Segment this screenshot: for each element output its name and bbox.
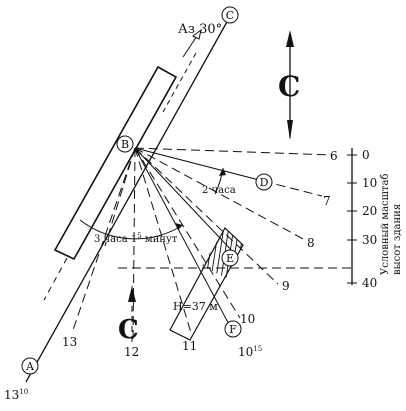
point-d-label: D — [260, 176, 269, 189]
height-scale: 0 10 20 30 40 Условный масштабвысот здан… — [347, 148, 403, 290]
ray-number-6: 6 — [330, 149, 338, 163]
label-two-hours: 2 часа — [202, 185, 236, 196]
label-three-hours-sup: 5 — [137, 232, 141, 240]
north-letter-top: С — [278, 70, 300, 103]
offset-dashed-line — [162, 52, 197, 113]
ray-9 — [134, 147, 279, 285]
scale-title-line-2: высот здания — [392, 204, 403, 275]
time-mark-13-10-base: 13 — [4, 388, 19, 402]
ray-d — [134, 147, 264, 182]
scale-tick-10: 10 — [362, 176, 377, 190]
azimuth-arrow — [182, 28, 202, 58]
ray-7 — [262, 180, 323, 197]
ray-e — [134, 147, 236, 255]
point-a-label: A — [25, 360, 35, 373]
scale-tick-0: 0 — [362, 148, 370, 162]
point-f-marker: F — [224, 320, 242, 338]
ray-12 — [132, 147, 136, 341]
point-e-marker: E — [221, 249, 239, 267]
point-b-label: B — [121, 138, 129, 151]
time-mark-13-10-sup: 10 — [19, 388, 28, 396]
ray-number-12: 12 — [124, 345, 139, 359]
scale-tick-30: 30 — [362, 233, 377, 247]
scale-tick-40: 40 — [362, 276, 377, 290]
point-b-marker: B — [116, 135, 134, 153]
north-arrow-bottom — [128, 286, 136, 345]
time-mark-10-15: 1015 — [238, 345, 262, 359]
ray-6 — [134, 147, 333, 156]
point-f-label: F — [229, 323, 237, 336]
time-mark-13-10: 1310 — [4, 388, 28, 402]
point-c-marker: C — [221, 6, 239, 24]
building-outline — [53, 65, 178, 261]
shadow-contour — [169, 227, 244, 341]
north-arrow-top — [286, 30, 294, 140]
label-three-hours-prefix: 3 часа 1 — [94, 234, 137, 245]
azimuth-line — [25, 19, 229, 383]
ray-number-7: 7 — [323, 194, 331, 208]
time-mark-10-15-sup: 15 — [253, 345, 262, 353]
scale-title-line-1: Условный масштаб — [380, 174, 391, 275]
offset-dashed-line-lower — [43, 257, 68, 301]
shadow-hatching — [202, 228, 243, 278]
point-e-label: E — [226, 252, 234, 265]
ray-f — [134, 147, 233, 331]
label-three-hours-suffix: минут — [142, 234, 178, 245]
arc-three-hours — [79, 219, 184, 240]
ray-number-9: 9 — [282, 279, 290, 293]
scale-tick-20: 20 — [362, 204, 377, 218]
ray-8 — [134, 147, 306, 241]
label-three-hours: 3 часа 15 минут — [94, 232, 178, 245]
label-height: H=37 м — [173, 300, 218, 313]
ray-fan-1 — [104, 147, 136, 247]
azimuth-label: Аз 30° — [178, 22, 222, 37]
arc-two-hours-arrow — [219, 168, 226, 176]
scale-title: Условный масштабвысот здания — [380, 174, 403, 275]
ray-10 — [134, 147, 241, 319]
ray-11 — [134, 147, 193, 337]
ray-number-8: 8 — [307, 236, 315, 250]
point-c-label: C — [226, 9, 234, 22]
ray-13 — [71, 147, 136, 334]
north-letter-bottom: С — [118, 315, 139, 345]
point-d-marker: D — [255, 173, 273, 191]
ray-number-11: 11 — [182, 339, 197, 353]
ray-number-13: 13 — [62, 335, 77, 349]
shadow-rays — [71, 147, 333, 341]
time-mark-10-15-base: 10 — [238, 345, 253, 359]
point-a-marker: A — [21, 357, 39, 375]
ray-number-10: 10 — [240, 312, 255, 326]
arc-three-hours-arrow — [175, 223, 183, 230]
